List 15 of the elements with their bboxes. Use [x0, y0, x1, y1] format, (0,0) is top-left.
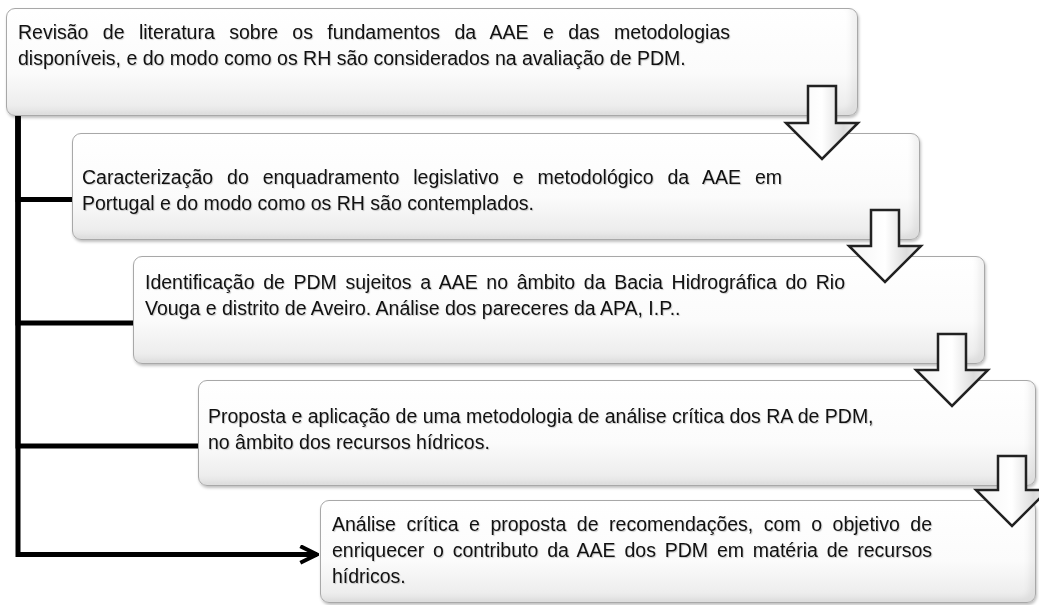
block-arrow — [973, 454, 1039, 528]
step-box — [6, 8, 858, 116]
block-arrow — [913, 332, 991, 408]
step-box — [198, 380, 1036, 486]
step-text: Revisão de literatura sobre os fundamentos da AAE e das metodologias disponíveis, e do modo como os RH são considerados na avaliação de PDM. — [18, 20, 730, 71]
step-box — [72, 133, 920, 240]
step-text: Análise crítica e proposta de recomendações, com o objetivo de enriquecer o contributo da AAE dos PDM em matéria de recursos hídricos. — [332, 512, 932, 589]
block-arrow — [783, 84, 861, 161]
step-text: Proposta e aplicação de uma metodologia de análise crítica dos RA de PDM, no âmbito dos recursos hídricos. — [208, 404, 875, 455]
step-box — [320, 500, 1036, 603]
block-arrow — [846, 208, 924, 284]
step-box — [133, 256, 985, 364]
step-text: Caracterização do enquadramento legislativo e metodológico da AAE em Portugal e do modo como os RH são contemplados. — [82, 165, 782, 216]
bracket-arrow — [15, 116, 319, 565]
step-text: Identificação de PDM sujeitos a AAE no âmbito da Bacia Hidrográfica do Rio Vouga e distrito de Aveiro. Análise dos pareceres da APA, I.P.. — [145, 270, 845, 321]
